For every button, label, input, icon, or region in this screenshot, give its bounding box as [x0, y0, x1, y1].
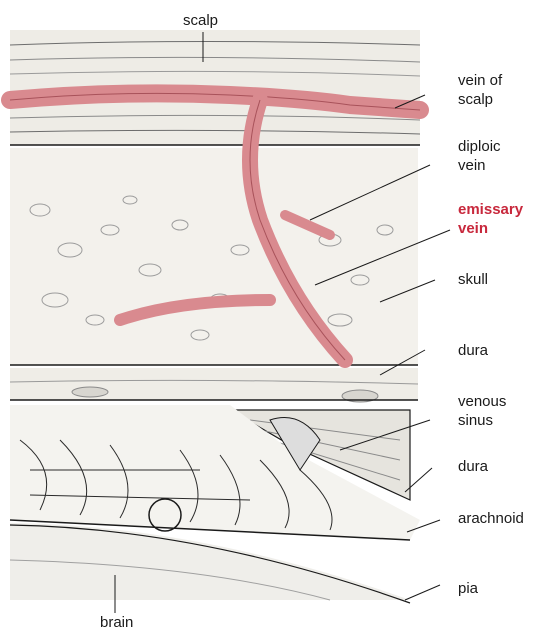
- label-vein-of-scalp-1: vein of: [458, 72, 502, 90]
- label-skull: skull: [458, 271, 488, 289]
- label-dura-upper: dura: [458, 342, 488, 360]
- label-vein-of-scalp-2: scalp: [458, 91, 493, 109]
- label-venous-sinus-2: sinus: [458, 412, 493, 430]
- label-diploic-vein-1: diploic: [458, 138, 501, 156]
- label-venous-sinus-1: venous: [458, 393, 506, 411]
- label-dura-lower: dura: [458, 458, 488, 476]
- label-scalp: scalp: [183, 12, 218, 30]
- label-emissary-vein-1: emissary: [458, 201, 523, 219]
- dura-layer: [10, 368, 418, 402]
- skull-layer: [10, 148, 418, 365]
- label-emissary-vein-2: vein: [458, 220, 488, 238]
- label-arachnoid: arachnoid: [458, 510, 524, 528]
- label-brain: brain: [100, 614, 133, 632]
- label-pia: pia: [458, 580, 478, 598]
- label-diploic-vein-2: vein: [458, 157, 486, 175]
